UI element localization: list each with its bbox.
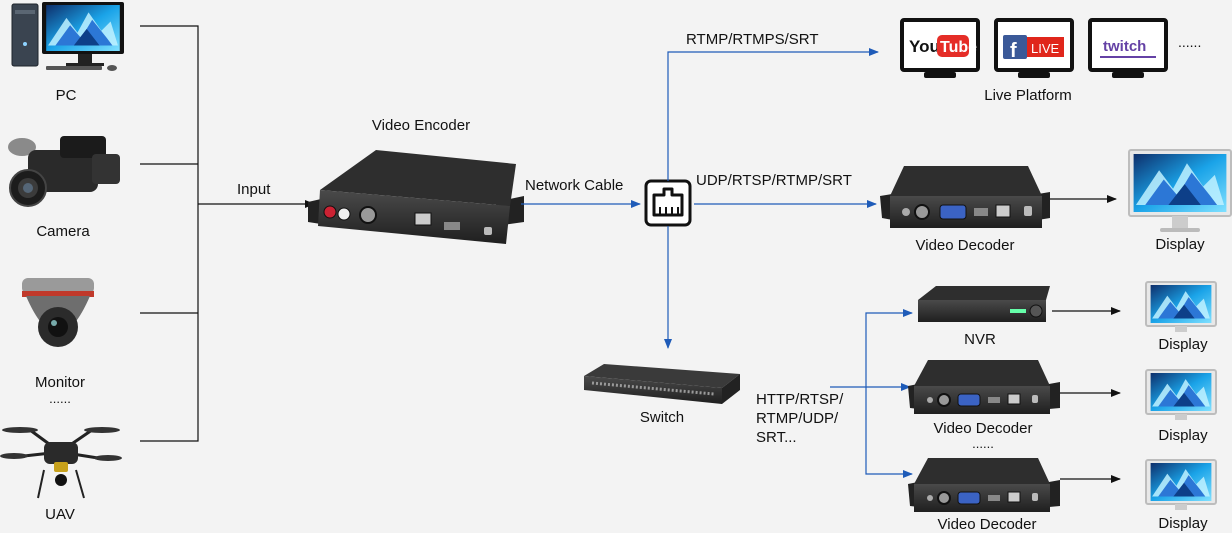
video-decoder-bottom-device	[908, 458, 1060, 512]
label-udp: UDP/RTSP/RTMP/SRT	[696, 172, 852, 189]
label-video-encoder: Video Encoder	[371, 117, 471, 134]
distribution-arrows	[664, 48, 913, 478]
label-rtmp: RTMP/RTMPS/SRT	[686, 31, 819, 48]
label-uav: UAV	[45, 506, 75, 523]
label-display-nvr: Display	[1158, 336, 1208, 353]
video-decoder-top-device	[880, 166, 1050, 228]
drone-icon	[0, 427, 122, 499]
label-live-platform: Live Platform	[984, 87, 1072, 104]
youtube-you-text: You	[909, 37, 940, 56]
label-network-cable: Network Cable	[525, 177, 624, 194]
ethernet-port-icon	[644, 179, 692, 227]
network-switch-device	[584, 364, 740, 404]
dome-camera-icon	[22, 278, 94, 347]
display-bottom-icon	[1145, 459, 1217, 510]
label-nvr: NVR	[964, 331, 996, 348]
http-line-2: RTMP/UDP/	[756, 410, 839, 427]
label-switch: Switch	[639, 409, 685, 426]
label-display-top: Display	[1155, 236, 1205, 253]
label-input: Input	[237, 181, 271, 198]
twitch-text: twitch	[1103, 38, 1146, 55]
video-decoder-mid-device	[908, 360, 1060, 414]
label-camera: Camera	[36, 223, 90, 240]
display-nvr-icon	[1145, 281, 1217, 332]
pc-icon	[11, 2, 124, 71]
label-pc: PC	[55, 87, 77, 104]
facebook-live-platform: f LIVE	[994, 18, 1074, 78]
label-video-decoder-top: Video Decoder	[915, 237, 1015, 254]
twitch-platform: twitch	[1088, 18, 1168, 78]
label-platform-more: ......	[1178, 34, 1202, 50]
label-display-mid: Display	[1158, 427, 1208, 444]
label-decoder-more: ......	[972, 436, 994, 451]
youtube-platform: You Tube	[900, 18, 980, 78]
facebook-f-text: f	[1010, 40, 1017, 62]
http-line-1: HTTP/RTSP/	[756, 391, 844, 408]
display-top-icon	[1128, 149, 1232, 232]
video-encoder-device	[308, 150, 524, 244]
display-mid-icon	[1145, 369, 1217, 420]
label-video-decoder-mid: Video Decoder	[933, 420, 1033, 437]
http-line-3: SRT...	[756, 429, 797, 446]
label-monitor: Monitor	[34, 374, 86, 391]
camcorder-icon	[8, 136, 120, 207]
label-http-protocols: HTTP/RTSP/ RTMP/UDP/ SRT...	[756, 390, 843, 447]
nvr-device	[918, 286, 1050, 322]
label-monitor-more: ......	[49, 391, 71, 406]
label-display-bottom: Display	[1158, 515, 1208, 532]
youtube-tube-text: Tube	[940, 39, 977, 56]
input-bus	[140, 25, 315, 442]
label-video-decoder-bottom: Video Decoder	[937, 516, 1037, 533]
facebook-live-text: LIVE	[1031, 41, 1060, 56]
